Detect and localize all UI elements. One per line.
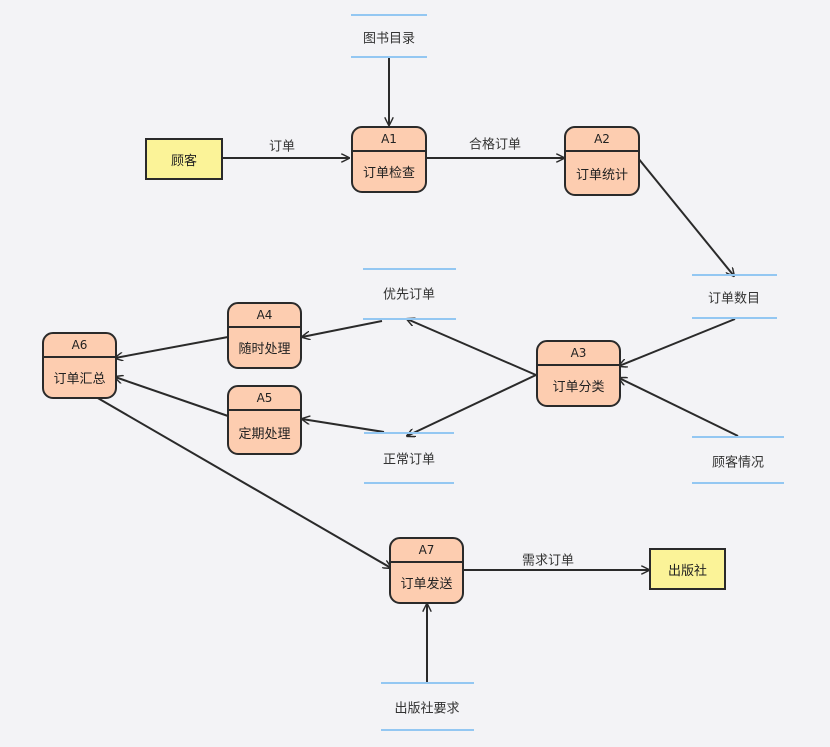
process-a4-id: A4 — [229, 304, 300, 328]
datastore-normal-order-label: 正常订单 — [382, 452, 436, 468]
flow-normal-to-a5 — [302, 419, 385, 433]
datastore-bottom-line — [692, 482, 784, 484]
datastore-bottom-line — [364, 482, 454, 484]
datastore-book-catalog — [351, 14, 427, 58]
datastore-priority-order-label: 优先订单 — [382, 287, 436, 303]
datastore-customer-status — [692, 436, 784, 484]
flow-a2-to-ordercount — [637, 157, 734, 276]
process-a2-id: A2 — [566, 128, 638, 152]
process-a6: A6 订单汇总 — [42, 332, 117, 399]
process-a7-name: 订单发送 — [400, 577, 453, 592]
process-a7-id: A7 — [391, 539, 462, 563]
entity-customer: 顾客 — [145, 138, 223, 180]
process-a3-name: 订单分类 — [552, 380, 605, 395]
process-a6-name: 订单汇总 — [53, 372, 106, 387]
datastore-bottom-line — [381, 729, 474, 731]
flow-a5-to-a6 — [115, 377, 229, 417]
process-a4: A4 随时处理 — [227, 302, 302, 369]
flow-priority-to-a4 — [302, 320, 383, 337]
datastore-top-line — [364, 432, 454, 434]
process-a1: A1 订单检查 — [351, 126, 427, 193]
datastore-top-line — [351, 14, 427, 16]
process-a5-name: 定期处理 — [238, 426, 291, 442]
datastore-top-line — [692, 436, 784, 438]
datastore-priority-order — [363, 268, 456, 320]
flow-a3-to-normal — [407, 374, 537, 436]
entity-publisher: 出版社 — [649, 548, 726, 590]
process-a2: A2 订单统计 — [564, 126, 640, 196]
process-a1-id: A1 — [353, 128, 425, 152]
datastore-publisher-request-label: 出版社要求 — [394, 701, 460, 717]
datastore-bottom-line — [351, 56, 427, 58]
datastore-top-line — [363, 268, 456, 270]
datastore-bottom-line — [692, 317, 777, 319]
process-a6-id: A6 — [44, 334, 115, 358]
datastore-order-count-label: 订单数目 — [707, 291, 761, 307]
datastore-top-line — [692, 274, 777, 276]
process-a2-name: 订单统计 — [575, 167, 628, 183]
flow-label-qualified-order: 合格订单 — [468, 137, 522, 153]
flow-label-demand-order: 需求订单 — [521, 553, 575, 569]
flow-a6-to-a7 — [95, 396, 391, 568]
process-a4-name: 随时处理 — [238, 342, 291, 357]
datastore-publisher-request — [381, 682, 474, 731]
flow-a4-to-a6 — [115, 336, 229, 358]
datastore-book-catalog-label: 图书目录 — [362, 31, 416, 47]
datastore-top-line — [381, 682, 474, 684]
datastore-bottom-line — [363, 318, 456, 320]
process-a5-id: A5 — [229, 387, 300, 411]
process-a5: A5 定期处理 — [227, 385, 302, 455]
datastore-customer-status-label: 顾客情况 — [711, 455, 765, 471]
flow-ordercount-to-a3 — [619, 318, 736, 366]
datastore-normal-order — [364, 432, 454, 484]
process-a1-name: 订单检查 — [362, 166, 415, 181]
process-a3-id: A3 — [538, 342, 619, 366]
flow-customerstatus-to-a3 — [619, 378, 739, 437]
flow-a3-to-priority — [407, 319, 537, 376]
flow-label-order: 订单 — [268, 139, 296, 155]
datastore-order-count — [692, 274, 777, 319]
process-a7: A7 订单发送 — [389, 537, 464, 604]
process-a3: A3 订单分类 — [536, 340, 621, 407]
